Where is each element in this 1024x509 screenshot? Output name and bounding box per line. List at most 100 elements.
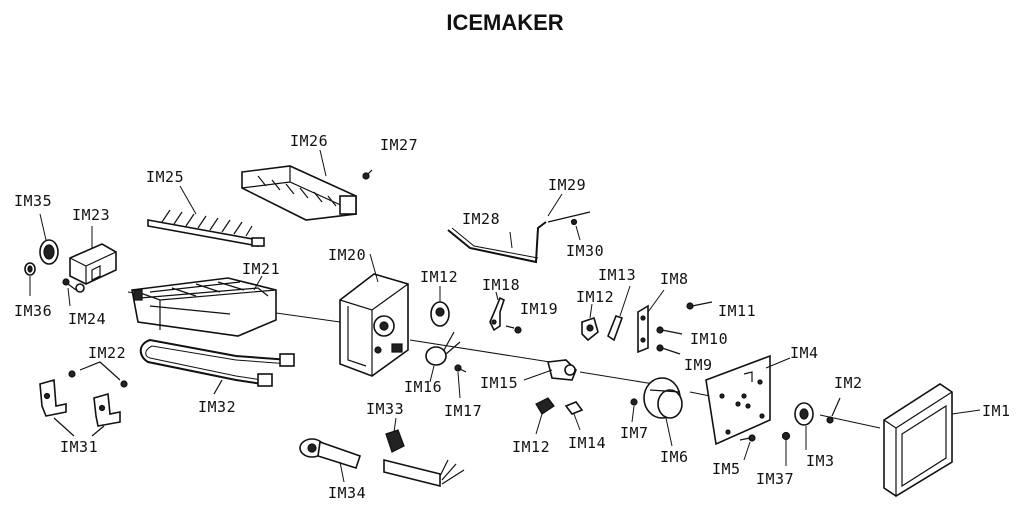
label-im15: IM15 [480, 374, 518, 392]
leader-im14 [573, 413, 581, 431]
leader-im35 [39, 213, 47, 241]
leader-im8 [647, 289, 665, 313]
leader-im26 [319, 149, 327, 177]
leader-im7 [631, 405, 635, 423]
label-im33: IM33 [366, 400, 404, 418]
part-im24-screw [62, 278, 85, 293]
part-im11-screw [686, 301, 713, 310]
label-im35: IM35 [14, 192, 52, 210]
part-im21-ice-mold [131, 277, 277, 337]
label-im10: IM10 [690, 330, 728, 348]
part-im20-housing [339, 273, 409, 377]
part-im34-cord [299, 438, 465, 488]
label-im12-bottom: IM12 [512, 438, 550, 456]
label-im29: IM29 [548, 176, 586, 194]
part-im37-nut [781, 431, 791, 441]
part-im4-plate [705, 354, 771, 446]
leader-im18 [495, 291, 499, 301]
leader-im4 [765, 357, 791, 369]
part-im33-connector [385, 429, 405, 453]
part-im12-middle [581, 316, 599, 342]
part-im17-screw [454, 364, 467, 373]
label-im34: IM34 [328, 484, 366, 502]
label-im23: IM23 [72, 206, 110, 224]
label-im3: IM3 [806, 452, 835, 470]
part-im29-im30-fastener [547, 211, 591, 226]
label-im32: IM32 [198, 398, 236, 416]
label-im20: IM20 [328, 246, 366, 264]
leader-im6 [665, 417, 673, 447]
part-im3-hub [794, 402, 814, 426]
leader-im16 [429, 365, 435, 383]
part-im13-clip [607, 315, 624, 342]
label-im31: IM31 [60, 438, 98, 456]
leader-im15 [523, 369, 553, 381]
part-im12-cam-top [430, 301, 450, 327]
leader-im33 [393, 417, 397, 433]
part-im14-clip [564, 401, 584, 415]
label-im8: IM8 [660, 270, 689, 288]
label-im13: IM13 [598, 266, 636, 284]
leader-im5 [743, 441, 751, 461]
part-im6-gear [643, 377, 683, 419]
label-im24: IM24 [68, 310, 106, 328]
leader-im34 [339, 461, 345, 483]
leader-im28 [509, 231, 513, 249]
leader-im25 [179, 185, 197, 215]
label-im21: IM21 [242, 260, 280, 278]
part-im18-arm [489, 296, 505, 332]
label-im11: IM11 [718, 302, 756, 320]
label-im27: IM27 [380, 136, 418, 154]
part-im12-bottom [535, 397, 555, 415]
label-im5: IM5 [712, 460, 741, 478]
diagram-title: ICEMAKER [446, 10, 563, 35]
leader-im12-middle [589, 303, 593, 319]
part-im36-washer [24, 262, 36, 276]
label-im14: IM14 [568, 434, 606, 452]
part-im27-screw [362, 169, 373, 180]
label-im18: IM18 [482, 276, 520, 294]
leader-im24 [67, 287, 71, 307]
part-im23-cover [69, 243, 117, 285]
label-im37: IM37 [756, 470, 794, 488]
leader-im13 [619, 285, 631, 317]
label-im12-middle: IM12 [576, 288, 614, 306]
label-im36: IM36 [14, 302, 52, 320]
part-im19-screw [505, 325, 522, 334]
part-im9-screw [656, 344, 681, 355]
label-im19: IM19 [520, 300, 558, 318]
part-im8-bracket [637, 304, 649, 354]
part-im32-heater [139, 338, 295, 395]
label-im12-top: IM12 [420, 268, 458, 286]
part-im15-motor [547, 359, 577, 381]
leader-im17 [457, 371, 461, 399]
label-im17: IM17 [444, 402, 482, 420]
leader-im20 [369, 253, 379, 283]
part-im5-screw [739, 434, 756, 442]
label-im1: IM1 [982, 402, 1011, 420]
part-im25-ejector [147, 209, 265, 247]
part-im10-screw [656, 326, 683, 335]
part-im31-brackets [39, 378, 121, 437]
part-im7-screw [630, 398, 638, 406]
part-im22-screws [68, 361, 128, 388]
label-im22: IM22 [88, 344, 126, 362]
label-im2: IM2 [834, 374, 863, 392]
label-im25: IM25 [146, 168, 184, 186]
leader-im21 [253, 275, 263, 291]
leader-im1 [951, 409, 981, 415]
label-im30: IM30 [566, 242, 604, 260]
label-im4: IM4 [790, 344, 819, 362]
part-im2-screw [826, 397, 841, 424]
part-im16-switch [425, 331, 461, 366]
label-im26: IM26 [290, 132, 328, 150]
part-im1-cover [883, 383, 953, 497]
part-im28-arm [447, 221, 547, 264]
leader-im29 [547, 193, 563, 217]
leader-im30 [575, 225, 581, 241]
part-im26-stripper [241, 165, 357, 221]
part-im35-ring [39, 239, 59, 265]
label-im28: IM28 [462, 210, 500, 228]
leader-im12-bottom [535, 413, 543, 435]
